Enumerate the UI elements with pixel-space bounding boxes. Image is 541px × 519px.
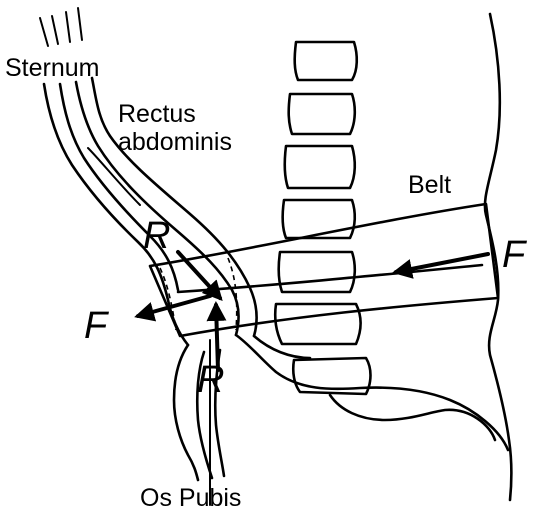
belt-force-label: F <box>502 234 527 276</box>
label-os-pubis: Os Pubis <box>140 484 241 512</box>
rib-marks <box>40 8 82 46</box>
label-abdominis: abdominis <box>118 128 232 156</box>
lower-reaction-label: R <box>197 359 224 401</box>
pelvis-force-label: F <box>84 305 109 347</box>
upper-reaction-label: R <box>143 215 170 257</box>
pelvis-force-arrow <box>138 296 210 316</box>
pelvis-outline <box>174 335 508 480</box>
label-belt: Belt <box>408 171 451 199</box>
label-sternum: Sternum <box>5 54 99 82</box>
vertebrae <box>275 42 370 394</box>
label-rectus: Rectus <box>118 100 196 128</box>
